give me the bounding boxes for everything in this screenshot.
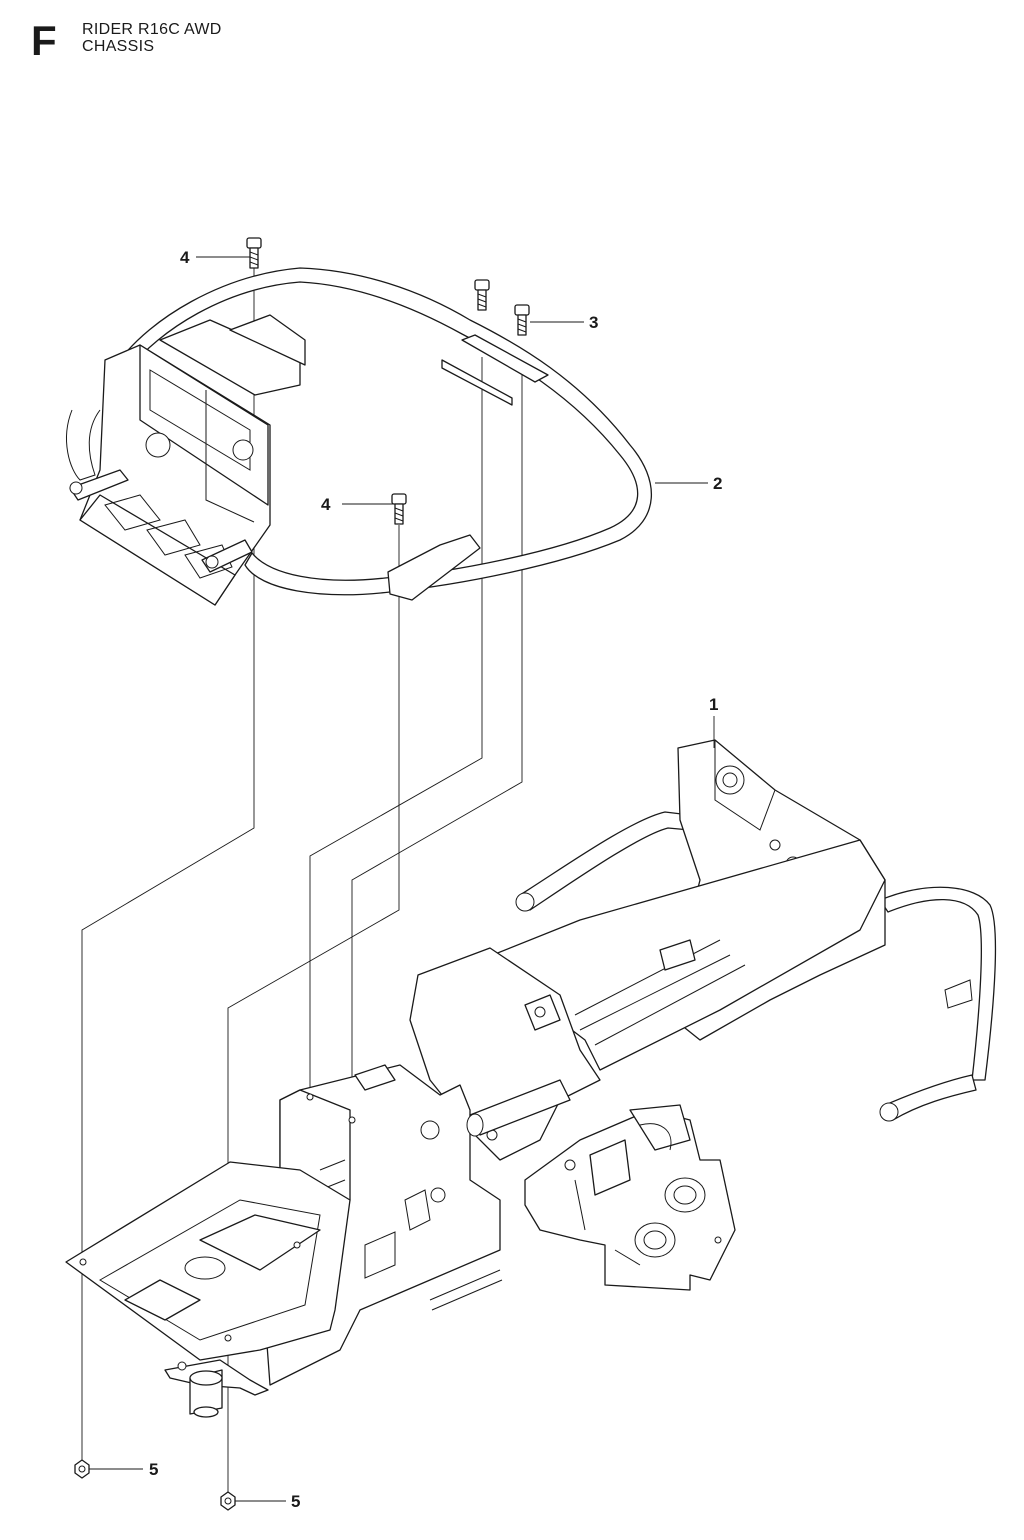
callout-3: 3: [589, 313, 598, 332]
bolt-rear-2: [514, 304, 530, 336]
frame: [65, 739, 997, 1418]
bolt-left: [246, 237, 262, 269]
callout-4-top: 4: [180, 248, 190, 267]
callout-5-upper: 5: [149, 1460, 158, 1479]
section-title: CHASSIS: [82, 38, 155, 55]
callout-1: 1: [709, 695, 718, 714]
nuts: [74, 1459, 236, 1511]
callout-5-lower: 5: [291, 1492, 300, 1511]
callout-4-mid: 4: [321, 495, 331, 514]
callout-2: 2: [713, 474, 722, 493]
model-title: RIDER R16C AWD: [82, 21, 222, 38]
section-letter: F: [31, 17, 57, 64]
nut-2: [220, 1491, 236, 1511]
diagram-header: F RIDER R16C AWD CHASSIS: [0, 0, 1024, 80]
bolt-mid: [391, 493, 407, 525]
bolt-rear-1: [474, 279, 490, 311]
callout-leaders: [89, 256, 715, 1502]
bolts: [246, 237, 530, 525]
callout-labels: 1 2 3 4 4 5 5: [149, 248, 722, 1511]
nut-1: [74, 1459, 90, 1479]
roll-bar-assembly: [66, 267, 652, 606]
